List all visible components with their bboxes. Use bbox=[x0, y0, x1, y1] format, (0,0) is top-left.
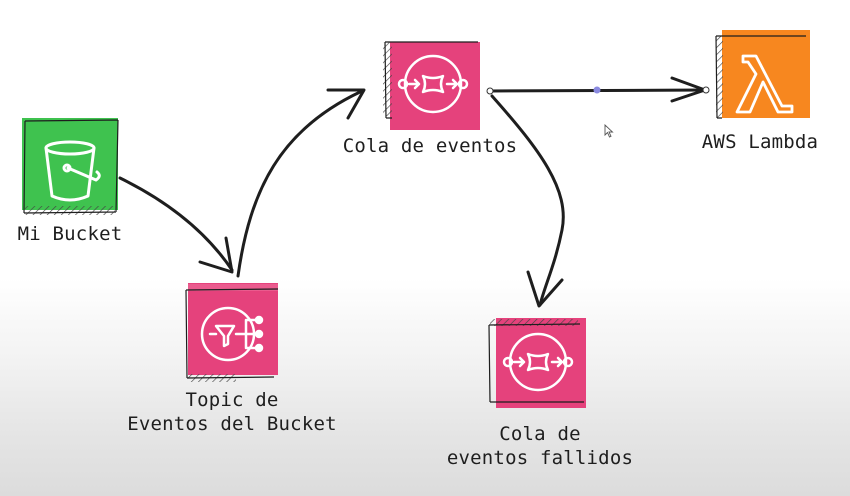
edge-queue-to-lambda bbox=[486, 76, 710, 103]
sqs-queue-icon bbox=[502, 332, 574, 392]
topic-label-line2: Eventos del Bucket bbox=[127, 413, 337, 435]
bucket-label: Mi Bucket bbox=[17, 223, 123, 245]
connector-handle[interactable] bbox=[702, 86, 710, 94]
edge-queue-to-dlq bbox=[490, 94, 565, 308]
midpoint-handle[interactable] bbox=[593, 86, 601, 94]
dlq-label-line2: eventos fallidos bbox=[446, 447, 634, 469]
mouse-cursor-icon bbox=[604, 124, 614, 138]
dlq-label-line1: Cola de bbox=[499, 423, 581, 445]
topic-label-line1: Topic de bbox=[185, 389, 279, 411]
node-bucket[interactable] bbox=[22, 118, 119, 215]
queue-label: Cola de eventos bbox=[342, 135, 518, 157]
sns-topic-icon bbox=[200, 306, 264, 362]
lambda-icon bbox=[735, 54, 794, 114]
node-topic[interactable] bbox=[185, 283, 279, 382]
connector-handle[interactable] bbox=[486, 87, 494, 95]
node-lambda[interactable] bbox=[715, 30, 810, 119]
s3-bucket-icon bbox=[44, 140, 101, 202]
node-dlq[interactable] bbox=[488, 318, 586, 408]
lambda-label: AWS Lambda bbox=[701, 131, 819, 153]
node-queue[interactable] bbox=[383, 41, 480, 130]
edge-bucket-to-topic bbox=[118, 176, 234, 274]
edge-topic-to-queue bbox=[236, 88, 366, 278]
sqs-queue-icon bbox=[397, 54, 469, 114]
